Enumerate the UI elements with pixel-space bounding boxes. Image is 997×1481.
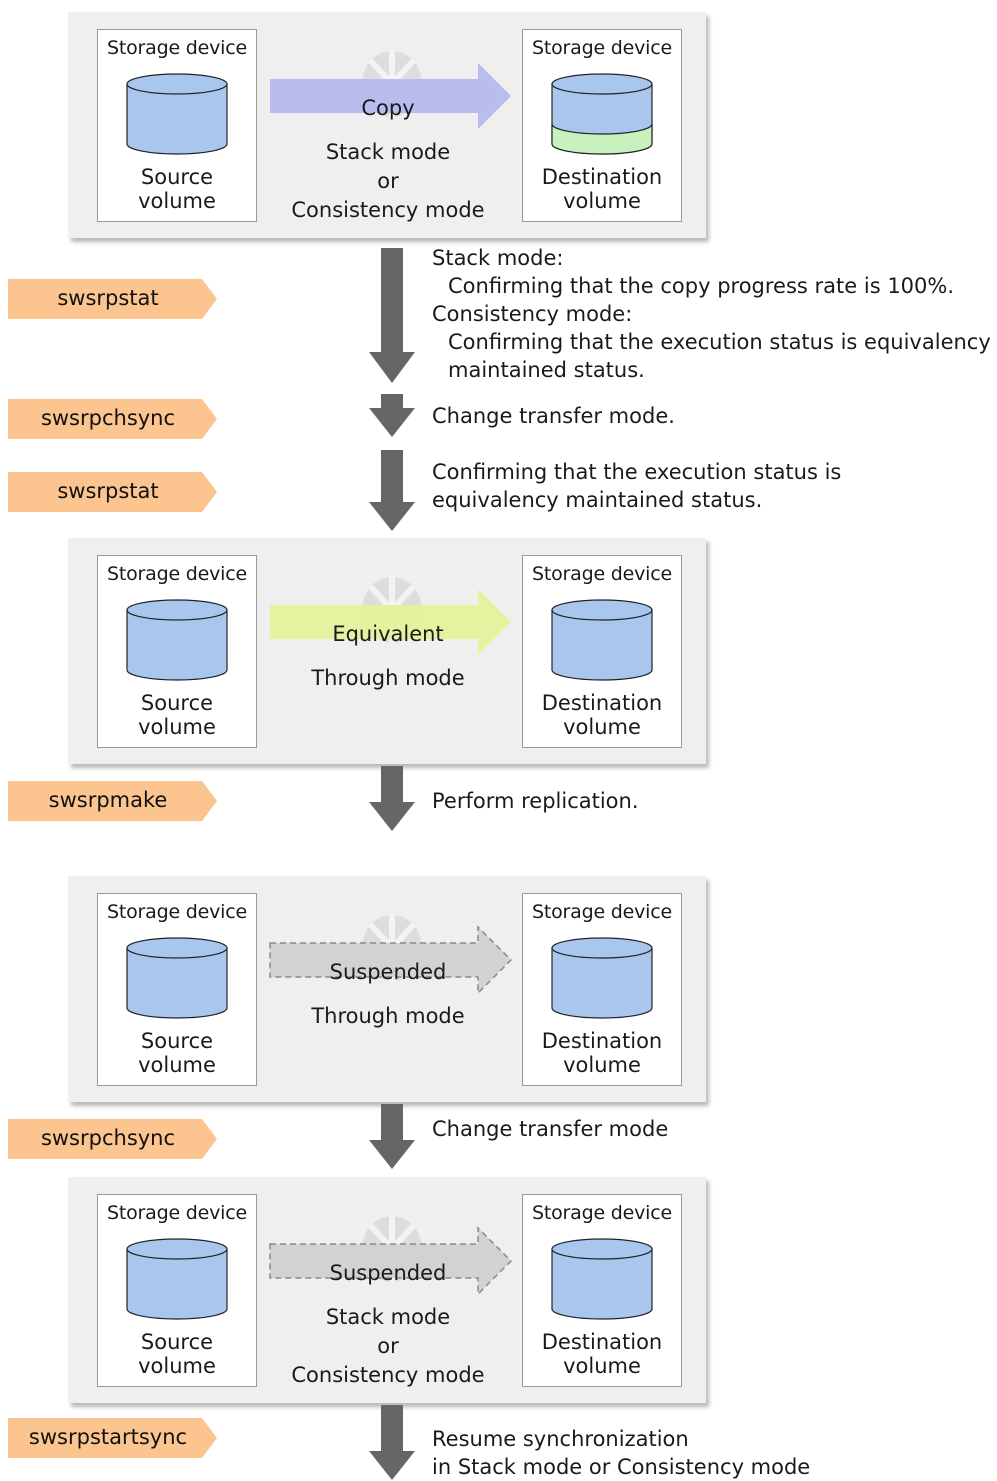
device-title: Storage device [107, 37, 247, 59]
equivalent-arrow-label: Equivalent [332, 622, 444, 646]
down-arrow-2 [369, 394, 415, 437]
panel-suspended-through: Storage device Source volume Suspended T… [68, 876, 706, 1102]
note-change-transfer-mode-2: Change transfer mode [432, 1117, 669, 1141]
consistency-mode-heading: Consistency mode: [432, 302, 633, 326]
device-title: Storage device [107, 563, 247, 585]
down-arrow-1 [369, 248, 415, 383]
suspended-arrow-label: Suspended [329, 1261, 447, 1285]
command-tag-swsrpchsync-2: swsrpchsync [8, 1119, 218, 1159]
command-tag-swsrpchsync: swsrpchsync [8, 399, 218, 439]
transfer-mode-label: Through mode [311, 666, 465, 690]
source-volume-cylinder-icon [126, 599, 228, 681]
down-arrow-5 [369, 1104, 415, 1169]
down-arrow-4 [369, 766, 415, 831]
panel-equivalent: Storage device Source volume Equivalent … [68, 538, 706, 764]
destination-storage-device: Storage device Destination volume [522, 29, 682, 222]
command-tag-swsrpmake: swsrpmake [8, 781, 218, 821]
source-volume-label: Source volume [138, 1029, 216, 1077]
panel-suspended-stack: Storage device Source volume Suspended S… [68, 1177, 706, 1403]
transfer-mode-label: Stack mode or Consistency mode [291, 140, 485, 222]
command-tag-swsrpstat-2: swsrpstat [8, 472, 218, 512]
stack-mode-heading: Stack mode: [432, 246, 564, 270]
destination-volume-cylinder-icon [551, 937, 653, 1019]
device-title: Storage device [532, 563, 672, 585]
destination-volume-label: Destination volume [541, 1029, 663, 1077]
note-change-transfer-mode: Change transfer mode. [432, 404, 675, 428]
panel-copy: Storage device Source volume Copy Stack … [68, 12, 706, 238]
down-arrow-6 [369, 1405, 415, 1480]
source-storage-device: Storage device Source volume [97, 893, 257, 1086]
consistency-mode-detail-1: Confirming that the execution status is … [448, 330, 991, 354]
device-title: Storage device [532, 1202, 672, 1224]
destination-volume-label: Destination volume [541, 165, 663, 213]
source-volume-cylinder-icon [126, 1238, 228, 1320]
equivalent-flow-arrow [270, 577, 511, 655]
note-line: Resume synchronization [432, 1427, 689, 1451]
down-arrow-3 [369, 450, 415, 531]
consistency-mode-detail-2: maintained status. [448, 358, 645, 382]
command-label: swsrpchsync [40, 1126, 176, 1150]
source-storage-device: Storage device Source volume [97, 29, 257, 222]
command-label: swsrpstat [57, 286, 159, 310]
transfer-mode-label: Through mode [311, 1004, 465, 1028]
command-label: swsrpmake [48, 788, 168, 812]
command-tag-swsrpstat: swsrpstat [8, 279, 218, 319]
destination-storage-device: Storage device Destination volume [522, 555, 682, 748]
copy-arrow-label: Copy [361, 96, 415, 120]
destination-volume-label: Destination volume [541, 691, 663, 739]
note-confirm-progress: Stack mode: Confirming that the copy pro… [432, 244, 991, 384]
command-label: swsrpstartsync [28, 1425, 188, 1449]
note-perform-replication: Perform replication. [432, 789, 639, 813]
note-resume-synchronization: Resume synchronization in Stack mode or … [432, 1425, 810, 1481]
copy-flow-arrow [270, 51, 511, 129]
source-storage-device: Storage device Source volume [97, 555, 257, 748]
device-title: Storage device [532, 901, 672, 923]
note-line: Confirming that the execution status is [432, 460, 842, 484]
source-volume-label: Source volume [138, 1330, 216, 1378]
source-volume-cylinder-icon [126, 937, 228, 1019]
destination-volume-label: Destination volume [541, 1330, 663, 1378]
note-confirm-equivalency: Confirming that the execution status is … [432, 458, 841, 514]
transfer-mode-label: Stack mode or Consistency mode [291, 1305, 485, 1387]
device-title: Storage device [107, 1202, 247, 1224]
note-line: equivalency maintained status. [432, 488, 763, 512]
note-line: in Stack mode or Consistency mode [432, 1455, 811, 1479]
command-label: swsrpchsync [40, 406, 176, 430]
source-volume-label: Source volume [138, 691, 216, 739]
device-title: Storage device [107, 901, 247, 923]
source-storage-device: Storage device Source volume [97, 1194, 257, 1387]
suspended-flow-arrow [269, 1216, 513, 1296]
suspended-flow-arrow [269, 915, 513, 995]
command-tag-swsrpstartsync: swsrpstartsync [8, 1418, 218, 1458]
destination-volume-cylinder-icon [551, 1238, 653, 1320]
stack-mode-detail: Confirming that the copy progress rate i… [448, 274, 955, 298]
destination-volume-cylinder-icon [551, 599, 653, 681]
source-volume-label: Source volume [138, 165, 216, 213]
command-label: swsrpstat [57, 479, 159, 503]
destination-storage-device: Storage device Destination volume [522, 893, 682, 1086]
destination-volume-cylinder-icon [551, 73, 653, 155]
suspended-arrow-label: Suspended [329, 960, 447, 984]
destination-storage-device: Storage device Destination volume [522, 1194, 682, 1387]
source-volume-cylinder-icon [126, 73, 228, 155]
device-title: Storage device [532, 37, 672, 59]
